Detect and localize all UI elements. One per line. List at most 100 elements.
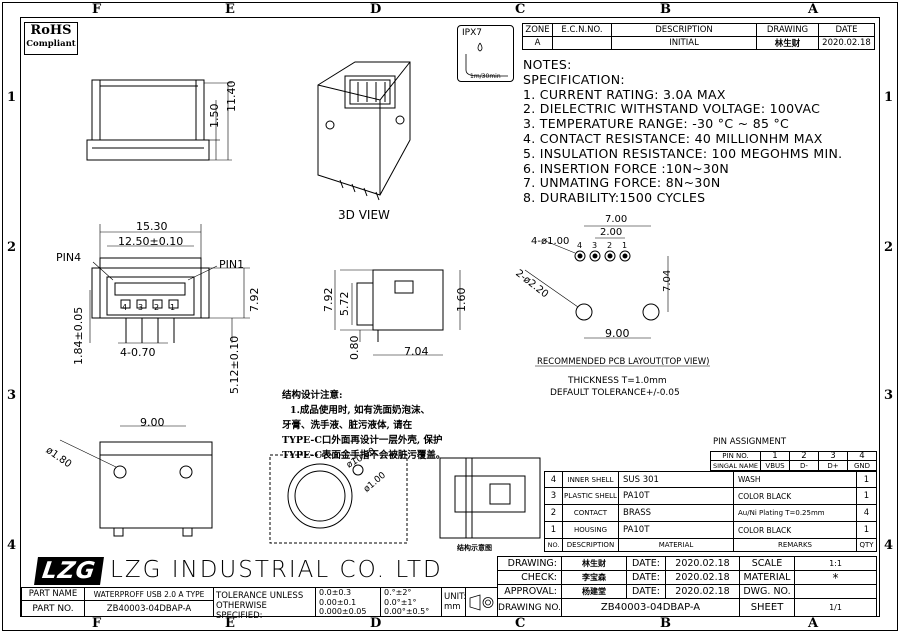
bom-table: 4 INNER SHELL SUS 301 WASH 1 3 PLASTIC S… [544,471,877,555]
unit-block: UNIT: mm [441,587,466,617]
view-3d-label: 3D VIEW [338,208,390,222]
first-angle-projection-icon [469,594,494,611]
part-no-label: PART NO. [21,600,85,617]
cn-note-line: TYPE-C表面金手指不会被脏污覆盖。 [282,450,446,461]
front-view [89,224,250,344]
pin-assignment-title: PIN ASSIGNMENT [713,437,787,447]
dim-side-w: 7.04 [404,345,429,358]
date-value-2: 2020.02.18 [665,570,740,585]
note-item: 5. INSULATION RESISTANCE: 100 MEGOHMS MI… [523,145,843,161]
unit-label: UNIT: [444,592,467,602]
check-value: 李宝森 [561,570,627,585]
top-view [86,79,232,161]
material-value: * [794,570,877,585]
zone-col-f-bottom: F [92,616,102,631]
tol-value-2: 0.00±0.1 [319,597,357,607]
date-label-1: DATE: [626,556,666,571]
pin-number-3: 3 [138,303,144,312]
zone-col-d-bottom: D [370,616,382,631]
zone-row-4-right: 4 [884,538,894,553]
angle-tolerance-values: 0.°±2° 0.0°±1° 0.00°±0.5° [380,587,442,617]
zone-col-f-top: F [92,2,102,17]
dim-pcb-w3: 9.00 [605,327,630,340]
unit-value: mm [444,602,461,612]
notes-title: NOTES: [523,57,572,72]
part-name-value: WATERPROFF USB 2.0 A TYPE [84,587,214,601]
ang-value-1: 0.°±2° [384,588,412,597]
cn-note-line: 1.成品使用时, 如有洗面奶泡沫、 [290,405,431,416]
tol-value-3: 0.000±0.05 [319,607,367,616]
tolerance-label-1: TOLERANCE UNLESS [216,591,304,601]
signal-gnd: GND [847,460,877,471]
dim-front-w1: 15.30 [136,220,168,233]
drawing-no-value: ZB40003-04DBAP-A [561,598,740,617]
scale-label: SCALE [739,556,795,571]
bottom-view [59,425,213,537]
note-item: 1. CURRENT RATING: 3.0A MAX [523,86,726,102]
date-value-1: 2020.02.18 [665,556,740,571]
zone-col-a-top: A [808,2,819,17]
tolerance-label-2: OTHERWISE SPECIFIED: [216,601,267,621]
drawing-label: DRAWING: [497,556,562,571]
company-name: LZG INDUSTRIAL CO. LTD [110,557,443,583]
dim-front-pitch: 4-0.70 [120,346,156,359]
dim-pcb-hole4: 4-ø1.00 [531,236,570,247]
cn-note-line: TYPE-C口外面再设计一层外壳, 保护 [282,435,443,446]
pin4-label: PIN4 [56,251,82,264]
dwg-no-value [794,584,877,599]
dim-pcb-w1: 7.00 [605,214,628,225]
zone-col-b-bottom: B [660,616,671,631]
tolerance-block: TOLERANCE UNLESS OTHERWISE SPECIFIED: [213,587,316,621]
zone-col-c-bottom: C [515,616,526,631]
zone-row-1-left: 1 [7,90,17,105]
ipx7-sub-label: 1m/30min [470,73,501,80]
rohs-label: RoHS [30,23,72,38]
pcb-thickness: THICKNESS T=1.0mm [568,376,667,386]
material-label: MATERIAL [739,570,795,585]
note-item: 3. TEMPERATURE RANGE: -30 °C ~ 85 °C [523,116,790,132]
approval-value: 杨建堂 [561,584,627,599]
zone-col-e-top: E [225,2,235,17]
sheet-value: 1/1 [794,598,877,617]
pcb-layout [524,225,710,367]
spec-notes: NOTES: SPECIFICATION: 1. CURRENT RATING:… [523,57,843,206]
zone-col-a-bottom: A [808,616,819,631]
dwg-no-label: DWG. NO. [739,584,795,599]
zone-row-1-right: 1 [884,90,894,105]
ang-value-3: 0.00°±0.5° [384,607,430,616]
note-item: 8. DURABILITY:1500 CYCLES [523,190,706,206]
rohs-badge: RoHS Compliant [24,22,78,55]
zone-col-c-top: C [515,2,526,17]
zone-col-d-top: D [370,2,382,17]
cn-note-title: 结构设计注意: [282,390,343,401]
zone-row-4-left: 4 [7,538,17,553]
zone-col-e-bottom: E [225,616,235,631]
tolerance-values: 0.0±0.3 0.00±0.1 0.000±0.05 [315,587,381,617]
check-label: CHECK: [497,570,562,585]
pin-number-1: 1 [170,303,176,312]
pin1-label: PIN1 [219,258,245,271]
pcb-pin-1: 1 [622,241,628,250]
dim-bottom-w: 9.00 [140,416,165,429]
rev-date-value: 2020.02.18 [818,36,875,50]
zone-row-2-left: 2 [7,240,17,255]
pcb-pin-4: 4 [577,241,583,250]
zone-row-3-left: 3 [7,388,17,403]
ang-value-2: 0.0°±1° [384,597,417,607]
tol-value-1: 0.0±0.3 [319,588,352,597]
zone-col-b-top: B [660,2,671,17]
note-item: 6. INSERTION FORCE :10N~30N [523,160,730,176]
part-no-value: ZB40003-04DBAP-A [84,600,214,617]
ipx7-badge: IPX7 1m/30min [457,25,514,82]
sheet-label: SHEET [739,598,795,617]
pcb-pin-3: 3 [592,241,598,250]
zone-row-3-right: 3 [884,388,894,403]
pcb-tolerance: DEFAULT TOLERANCE+/-0.05 [550,388,680,398]
pcb-pin-2: 2 [607,241,613,250]
3d-view [317,61,411,201]
section-view-label: 结构示意图 [457,544,492,552]
drawing-no-label: DRAWING NO. [497,598,562,617]
pcb-layout-title: RECOMMENDED PCB LAYOUT(TOP VIEW) [537,357,710,367]
